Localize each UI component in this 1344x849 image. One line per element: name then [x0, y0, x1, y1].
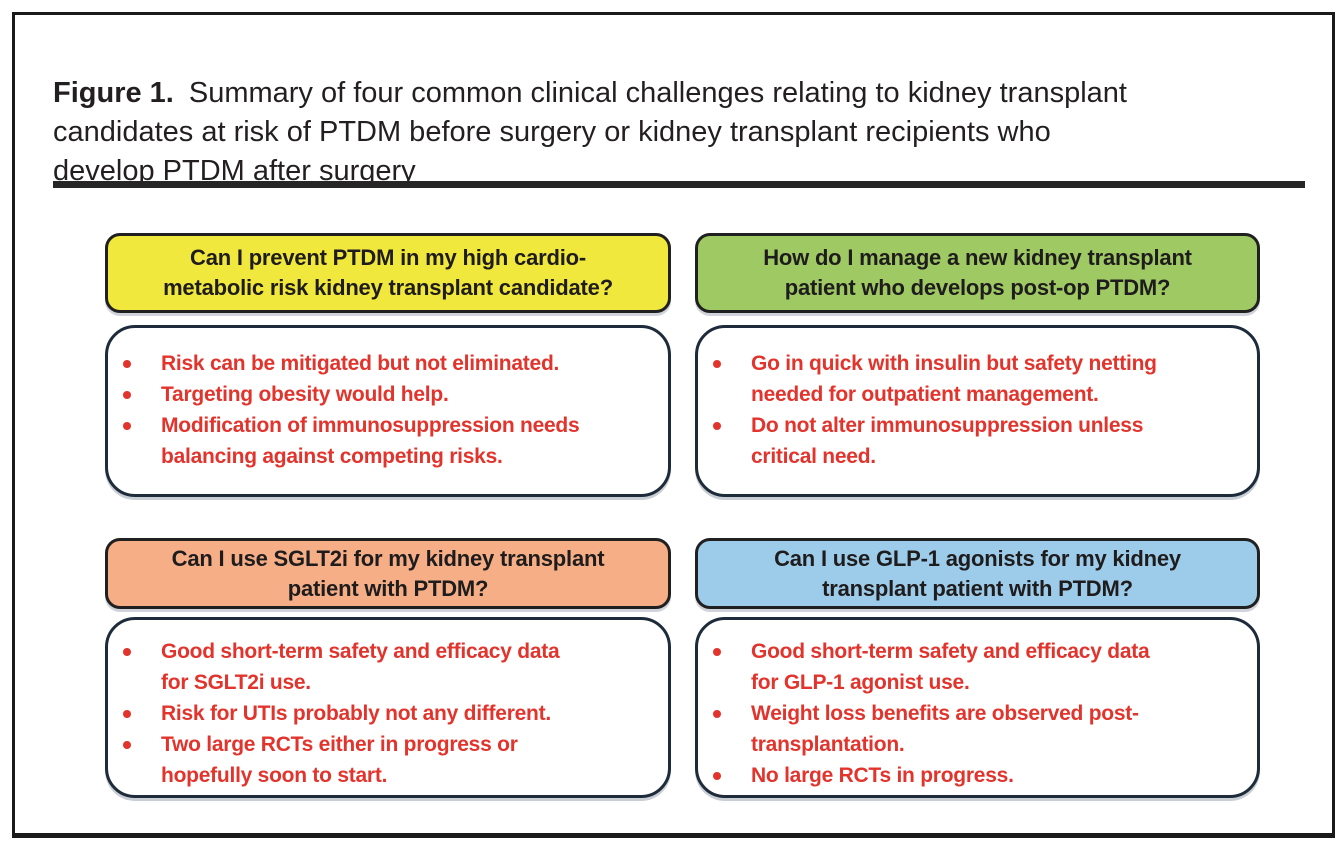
caption-divider	[53, 181, 1305, 188]
panel-manage-postop-ptdm: How do I manage a new kidney transplant …	[695, 233, 1260, 497]
bullet-text: Go in quick with insulin but safety nett…	[751, 352, 1157, 406]
bullet-item: Go in quick with insulin but safety nett…	[698, 348, 1257, 410]
bullet-text: Do not alter immunosuppression unless cr…	[751, 414, 1144, 468]
bullet-list: Risk can be mitigated but not eliminated…	[108, 348, 668, 472]
bullet-text: Weight loss benefits are observed post- …	[751, 702, 1139, 756]
bullet-item: Two large RCTs either in progress or hop…	[108, 729, 668, 791]
bullet-item: Weight loss benefits are observed post- …	[698, 698, 1257, 760]
panel-sglt2i-use: Can I use SGLT2i for my kidney transplan…	[105, 538, 671, 798]
answer-box-glp1-agonist-use: Good short-term safety and efficacy data…	[695, 617, 1260, 798]
bullet-text: Targeting obesity would help.	[161, 383, 449, 406]
bullet-item: Modification of immunosuppression needs …	[108, 410, 668, 472]
bullet-list: Good short-term safety and efficacy data…	[108, 636, 668, 791]
question-text: Can I use SGLT2i for my kidney transplan…	[171, 545, 605, 601]
bullet-text: Risk can be mitigated but not eliminated…	[161, 352, 560, 375]
figure-caption-label: Figure 1.	[53, 77, 174, 109]
question-text: How do I manage a new kidney transplant …	[763, 245, 1192, 300]
question-header-prevent-ptdm: Can I prevent PTDM in my high cardio- me…	[105, 233, 671, 313]
bullet-item: Good short-term safety and efficacy data…	[108, 636, 668, 698]
bullet-text: Good short-term safety and efficacy data…	[751, 640, 1150, 694]
bullet-item: No large RCTs in progress.	[698, 760, 1257, 791]
question-header-glp1-agonist-use: Can I use GLP-1 agonists for my kidney t…	[695, 538, 1260, 609]
panel-prevent-ptdm: Can I prevent PTDM in my high cardio- me…	[105, 233, 671, 497]
bullet-text: Modification of immunosuppression needs …	[161, 414, 580, 468]
question-header-sglt2i-use: Can I use SGLT2i for my kidney transplan…	[105, 538, 671, 609]
figure-caption-text: Summary of four common clinical challeng…	[53, 77, 1127, 187]
bullet-text: Two large RCTs either in progress or hop…	[161, 733, 518, 787]
bullet-item: Risk for UTIs probably not any different…	[108, 698, 668, 729]
answer-box-sglt2i-use: Good short-term safety and efficacy data…	[105, 617, 671, 798]
panel-glp1-agonist-use: Can I use GLP-1 agonists for my kidney t…	[695, 538, 1260, 798]
bullet-item: Good short-term safety and efficacy data…	[698, 636, 1257, 698]
bullet-item: Targeting obesity would help.	[108, 379, 668, 410]
bullet-item: Risk can be mitigated but not eliminated…	[108, 348, 668, 379]
answer-box-manage-postop-ptdm: Go in quick with insulin but safety nett…	[695, 325, 1260, 497]
figure-frame: Figure 1.Summary of four common clinical…	[12, 12, 1335, 838]
bullet-text: Risk for UTIs probably not any different…	[161, 702, 551, 725]
bullet-text: No large RCTs in progress.	[751, 764, 1014, 787]
question-header-manage-postop-ptdm: How do I manage a new kidney transplant …	[695, 233, 1260, 313]
bullet-text: Good short-term safety and efficacy data…	[161, 640, 560, 694]
figure-caption: Figure 1.Summary of four common clinical…	[53, 74, 1313, 191]
answer-box-prevent-ptdm: Risk can be mitigated but not eliminated…	[105, 325, 671, 497]
question-text: Can I prevent PTDM in my high cardio- me…	[163, 245, 613, 300]
bullet-list: Good short-term safety and efficacy data…	[698, 636, 1257, 791]
question-text: Can I use GLP-1 agonists for my kidney t…	[774, 545, 1181, 601]
bullet-list: Go in quick with insulin but safety nett…	[698, 348, 1257, 472]
bullet-item: Do not alter immunosuppression unless cr…	[698, 410, 1257, 472]
